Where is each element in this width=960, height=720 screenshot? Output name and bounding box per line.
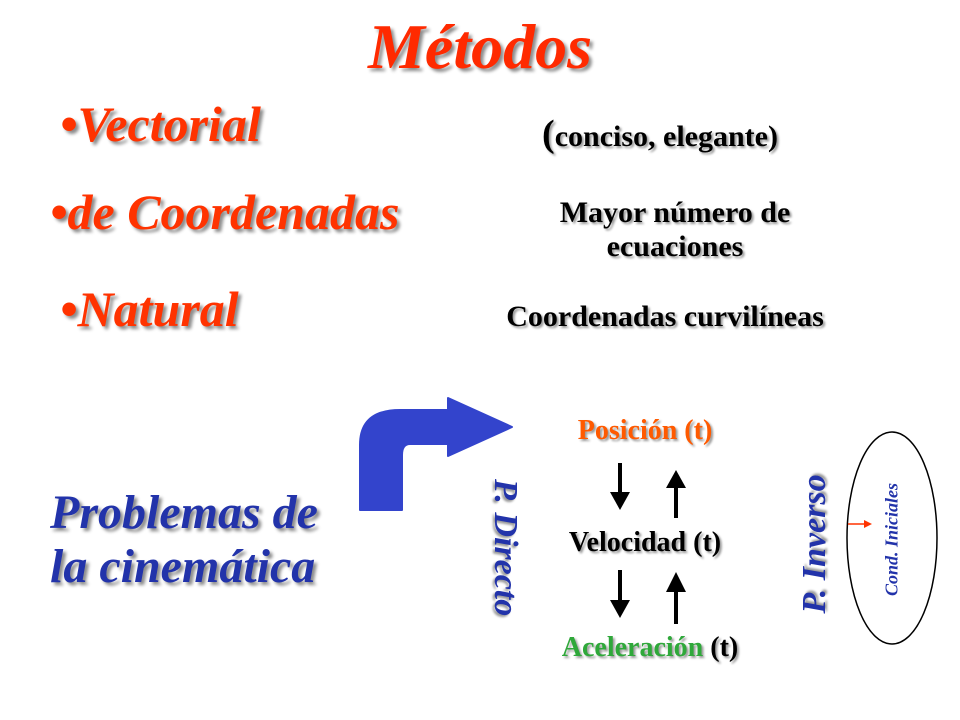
method-natural: •Natural xyxy=(60,281,239,337)
acceleration-label: Aceleración (t) xyxy=(490,632,810,664)
inverse-problem-label: P. Inverso xyxy=(796,474,833,614)
down-arrow-icon xyxy=(610,570,630,618)
acceleration-t: (t) xyxy=(710,632,739,663)
acceleration-word: Aceleración xyxy=(561,632,704,663)
curved-arrow-icon xyxy=(359,397,513,511)
problems-heading-line2: la cinemática xyxy=(50,540,316,593)
position-label: Posición (t) xyxy=(577,415,713,446)
page-title: Métodos xyxy=(368,11,592,82)
down-arrow-icon xyxy=(610,463,630,510)
problems-heading-line1: Problemas de xyxy=(50,486,318,539)
direct-problem-label: P. Directo xyxy=(487,479,524,617)
desc-natural: Coordenadas curvilíneas xyxy=(506,300,824,333)
up-arrow-icon xyxy=(666,470,686,518)
up-arrow-icon xyxy=(666,572,686,624)
method-coordenadas: •de Coordenadas xyxy=(50,184,400,240)
velocity-label: Velocidad (t) xyxy=(568,527,722,558)
problems-heading: Problemas de la cinemática xyxy=(50,486,318,594)
small-arrow-icon xyxy=(848,520,872,528)
conditions-ellipse xyxy=(846,431,938,645)
initial-conditions-label: Cond. Iniciales xyxy=(881,482,902,597)
desc-coordenadas: Mayor número de ecuaciones xyxy=(559,196,791,263)
desc-vectorial-text: conciso, elegante) xyxy=(554,120,778,153)
desc-vectorial-paren: ( xyxy=(542,113,555,155)
desc-vectorial: (conciso, elegante) xyxy=(480,112,840,156)
method-vectorial: •Vectorial xyxy=(60,96,261,152)
